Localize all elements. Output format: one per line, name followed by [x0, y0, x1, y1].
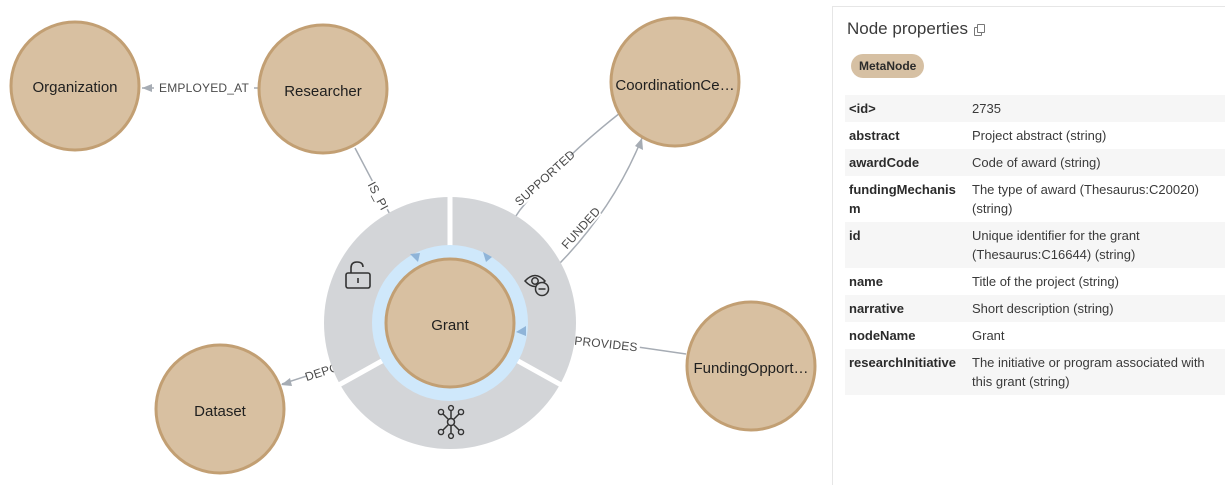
table-row: awardCode Code of award (string)	[845, 149, 1225, 176]
edge-funded-arrow	[635, 138, 643, 150]
table-row: researchInitiative The initiative or pro…	[845, 349, 1225, 395]
property-value: The type of award (Thesaurus:C20020) (st…	[972, 182, 1199, 216]
edge-label-provides: PROVIDES	[574, 334, 639, 355]
property-key: <id>	[845, 95, 968, 122]
property-key: fundingMechanism	[849, 182, 956, 216]
hide-eye-icon[interactable]	[523, 274, 550, 297]
property-value: Unique identifier for the grant (Thesaur…	[968, 222, 1225, 268]
node-researcher[interactable]: Researcher	[257, 23, 389, 155]
graph-svg[interactable]: EMPLOYED_AT IS_PI SUPPORTED FUNDED	[0, 0, 832, 485]
edge-label-supported: SUPPORTED	[512, 147, 578, 209]
property-key: nodeName	[849, 328, 916, 343]
table-row: narrative Short description (string)	[845, 295, 1225, 322]
table-row: name Title of the project (string)	[845, 268, 1225, 295]
label-chip-metanode[interactable]: MetaNode	[851, 54, 925, 78]
property-key: name	[849, 274, 883, 289]
table-row: id Unique identifier for the grant (Thes…	[845, 222, 1225, 268]
node-grant[interactable]: Grant	[384, 257, 516, 389]
property-key: researchInitiative	[845, 349, 968, 395]
properties-table: <id> 2735 abstract Project abstract (str…	[845, 95, 1225, 395]
property-value: Code of award (string)	[968, 149, 1225, 176]
property-value: Title of the project (string)	[972, 274, 1119, 289]
node-funding-opportunity[interactable]: FundingOpport…	[685, 300, 817, 432]
expand-network-icon[interactable]	[437, 404, 465, 440]
node-organization[interactable]: Organization	[9, 20, 141, 152]
unlock-icon[interactable]	[345, 261, 371, 289]
panel-header: Node properties	[847, 19, 985, 39]
property-key: awardCode	[845, 149, 968, 176]
property-key: id	[845, 222, 968, 268]
table-row: fundingMechanism The type of award (Thes…	[845, 176, 1225, 222]
property-key: narrative	[845, 295, 968, 322]
edge-label-funded: FUNDED	[559, 204, 604, 252]
node-label-coordination-center: CoordinationCe…	[615, 77, 734, 94]
node-dataset[interactable]: Dataset	[154, 343, 286, 475]
node-label-organization: Organization	[32, 79, 117, 96]
node-label-funding-opportunity: FundingOpport…	[693, 360, 808, 377]
nodes: Organization Researcher CoordinationCe… …	[9, 16, 817, 475]
edge-deposited-arrow	[281, 378, 292, 386]
property-value: The initiative or program associated wit…	[968, 349, 1225, 395]
edge-label-is-pi: IS_PI	[365, 179, 392, 212]
panel-title: Node properties	[847, 19, 968, 38]
graph-canvas[interactable]: EMPLOYED_AT IS_PI SUPPORTED FUNDED	[0, 0, 832, 485]
edge-label-employed-at: EMPLOYED_AT	[159, 81, 249, 95]
property-key: abstract	[849, 128, 900, 143]
node-coordination-center[interactable]: CoordinationCe…	[609, 16, 741, 148]
table-row: nodeName Grant	[845, 322, 1225, 349]
node-properties-panel: Node properties MetaNode <id> 2735 abstr…	[832, 6, 1225, 485]
node-label-grant: Grant	[431, 317, 469, 334]
edge-employed-at-arrow	[142, 84, 152, 92]
node-label-researcher: Researcher	[284, 83, 362, 100]
copy-icon[interactable]	[973, 23, 985, 36]
table-row: <id> 2735	[845, 95, 1225, 122]
property-value: Project abstract (string)	[972, 128, 1107, 143]
property-value: Short description (string)	[968, 295, 1225, 322]
property-value: 2735	[968, 95, 1225, 122]
node-label-dataset: Dataset	[194, 403, 247, 420]
table-row: abstract Project abstract (string)	[845, 122, 1225, 149]
property-value: Grant	[972, 328, 1005, 343]
